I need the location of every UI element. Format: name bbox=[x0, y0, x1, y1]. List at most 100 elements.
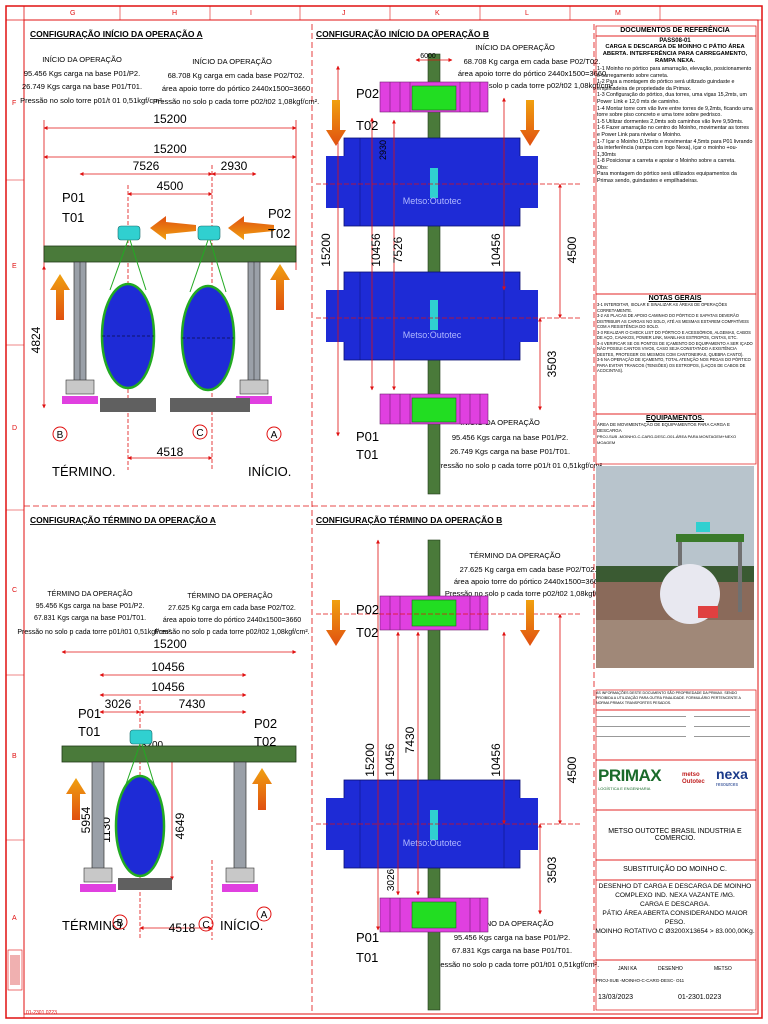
note-line: Pressão no solo p cada torre p02/t02 1,0… bbox=[153, 97, 319, 106]
general-note: 3-2 AS PLACAS DE APOIO CAMINHO DO PÓRTIC… bbox=[597, 313, 749, 329]
point-label: C bbox=[196, 428, 203, 439]
direction-arrows bbox=[50, 216, 290, 320]
note-heading: TÉRMINO DA OPERAÇÃO bbox=[47, 589, 133, 598]
photo-spacer bbox=[594, 464, 756, 690]
dimension-label: 3503 bbox=[545, 350, 559, 377]
hoist-block bbox=[129, 729, 153, 745]
signature-grid bbox=[594, 710, 756, 760]
dimension-label: 4500 bbox=[565, 756, 579, 783]
grid-letter: K bbox=[435, 10, 440, 17]
dimension-label: 10456 bbox=[489, 233, 503, 267]
note-line: 26.749 Kgs carga na base P01/T01. bbox=[22, 82, 142, 91]
note-line: área apoio torre do pórtico 2440x1500=36… bbox=[458, 69, 606, 78]
drawing-title-line: CARGA E DESCARGA. bbox=[640, 901, 710, 908]
top-grid-letters: G H I J K L M bbox=[70, 10, 621, 17]
base-label: T02 bbox=[254, 734, 276, 749]
project-code: PROJ-SUB -MOINHO-C-CARG-DESC- O11 bbox=[596, 978, 685, 983]
hoist-block bbox=[197, 225, 221, 241]
document-info: JANI KA DESENHO METSO PROJ-SUB -MOINHO-C… bbox=[594, 962, 756, 1012]
procedure-step: 1-4 Montar torre com vão livre entre tor… bbox=[597, 105, 753, 119]
procedure-step: 1-2 Para a montagem do pórtico será util… bbox=[597, 79, 735, 92]
disclaimer: AS INFORMAÇÕES DESTE DOCUMENTO SÃO PROPR… bbox=[596, 691, 741, 705]
dimension-label: 7526 bbox=[133, 159, 160, 173]
note-line: área apoio torre do pórtico 2440x1500=36… bbox=[163, 617, 301, 624]
panel-end-config-a: CONFIGURAÇÃO TÉRMINO DA OPERAÇÃO A TÉRMI… bbox=[17, 515, 310, 940]
direction-arrows bbox=[326, 100, 540, 146]
panel-title: CONFIGURAÇÃO TÉRMINO DA OPERAÇÃO B bbox=[316, 515, 502, 525]
obs-text: Para montagem do pórtico será utilizados… bbox=[597, 170, 737, 184]
revision-stamp bbox=[7, 949, 23, 991]
brand-watermark: Metso:Outotec bbox=[403, 838, 462, 848]
dimension-label: 15200 bbox=[319, 233, 333, 267]
base-label: P01 bbox=[78, 706, 101, 721]
logos: PRIMAX LOGÍSTICA E ENGENHARIA metso Outo… bbox=[594, 760, 756, 810]
grid-letter: A bbox=[12, 915, 17, 922]
note-line: 27.625 Kg carga em cada base P02/T02. bbox=[168, 605, 296, 612]
panel-start-config-b: CONFIGURAÇÃO INÍCIO DA OPERAÇÃO B INÍCIO… bbox=[316, 29, 615, 495]
equipment-line: ÁREA DE MOVIMENTAÇÃO DE EQUIPAMENTOS PAR… bbox=[597, 422, 730, 433]
mill-drum bbox=[114, 774, 166, 878]
note-line: Pressão no solo p cada torre p01/t01 0,5… bbox=[17, 629, 172, 636]
general-notes-title: NOTAS GERAIS bbox=[648, 295, 702, 302]
site-photo bbox=[596, 466, 754, 668]
gantry-tower bbox=[233, 761, 247, 881]
note-heading: TÉRMINO DA OPERAÇÃO bbox=[462, 919, 553, 928]
dimension-label: 7430 bbox=[403, 726, 417, 753]
panel-title: CONFIGURAÇÃO TÉRMINO DA OPERAÇÃO A bbox=[30, 515, 216, 525]
note-line: Pressão no solo torre p01/t 01 0,51kgf/c… bbox=[20, 96, 164, 105]
panel-end-config-b: CONFIGURAÇÃO TÉRMINO DA OPERAÇÃO B TÉRMI… bbox=[316, 515, 611, 1011]
end-label: TÉRMINO. bbox=[62, 918, 126, 933]
general-note: 3-5 NA OPERAÇÃO DE IÇAMENTO, TOTAL ATENÇ… bbox=[597, 357, 751, 373]
note-line: 67.831 Kgs carga na base P01/T01. bbox=[452, 946, 572, 955]
point-label: A bbox=[271, 430, 278, 441]
procedure-heading: CARGA E DESCARGA DE MOINHO C PÁTIO ÁREA … bbox=[602, 44, 748, 64]
base-label: P02 bbox=[356, 86, 379, 101]
note-line: 95.456 Kgs carga na base P01/P2. bbox=[24, 69, 140, 78]
dimension-label: 10456 bbox=[151, 680, 185, 694]
reference-docs-title: DOCUMENTOS DE REFERÊNCIA bbox=[620, 27, 730, 34]
tower-top bbox=[411, 599, 457, 627]
note-line: Pressão no solo p cada torre p02/t02 1,0… bbox=[445, 589, 611, 598]
drawing-title-line: PÁTIO ÁREA ABERTA CONSIDERANDO MAIOR PES… bbox=[602, 910, 748, 926]
grid-letter: I bbox=[250, 10, 252, 17]
note-line: 95.456 Kgs carga na base P01/P2. bbox=[452, 433, 568, 442]
note-heading: INÍCIO DA OPERAÇÃO bbox=[475, 43, 555, 52]
panel-title: CONFIGURAÇÃO INÍCIO DA OPERAÇÃO A bbox=[30, 29, 203, 39]
dimension-label: 7430 bbox=[179, 697, 206, 711]
procedure-step: 1-1 Moinho no pórtico para amarração, el… bbox=[597, 66, 752, 79]
dimension-label: 3200 bbox=[141, 740, 164, 751]
general-note: 3-1 INTERDITAR, ISOLAR E SINALIZAR AS ÁR… bbox=[597, 302, 728, 313]
dimension-label: 6000 bbox=[420, 53, 436, 60]
base-label: T02 bbox=[268, 226, 290, 241]
start-label: INÍCIO. bbox=[248, 464, 291, 479]
page-tag: 01-2301.0223 bbox=[26, 1010, 57, 1016]
grid-letter: H bbox=[172, 10, 177, 17]
dimension-label: 4824 bbox=[29, 326, 43, 353]
left-grid-letters: F E D C B A bbox=[12, 100, 17, 922]
logo-row bbox=[598, 768, 754, 806]
tower-bottom bbox=[411, 397, 457, 423]
title-block: DOCUMENTOS DE REFERÊNCIA PASS08-01 CARGA… bbox=[594, 26, 756, 1016]
note-line: área apoio torre do pórtico 2440x1500=36… bbox=[454, 577, 602, 586]
note-line: 67.831 Kgs carga na base P01/T01. bbox=[34, 615, 146, 622]
equipment-section: EQUIPAMENTOS. ÁREA DE MOVIMENTAÇÃO DE EQ… bbox=[594, 414, 756, 464]
label-desenho: DESENHO bbox=[658, 966, 683, 972]
grid-letter: F bbox=[12, 100, 16, 107]
base-label: T02 bbox=[356, 118, 378, 133]
dimension-label: 10456 bbox=[369, 233, 383, 267]
base-label: T01 bbox=[78, 724, 100, 739]
tower-bottom bbox=[411, 901, 457, 929]
dimension-label: 10456 bbox=[151, 660, 185, 674]
panel-start-config-a: CONFIGURAÇÃO INÍCIO DA OPERAÇÃO A INÍCIO… bbox=[20, 29, 319, 479]
grid-letter: C bbox=[12, 587, 17, 594]
note-line: 95.456 Kgs carga na base P01/P2. bbox=[36, 603, 145, 610]
dimension-label: 15200 bbox=[153, 112, 187, 126]
point-label: A bbox=[261, 910, 268, 921]
grid-letter: D bbox=[12, 425, 17, 432]
note-line: área apoio torre do pórtico 2440x1500=36… bbox=[162, 84, 310, 93]
dimension-label: 4500 bbox=[157, 179, 184, 193]
start-label: INÍCIO. bbox=[220, 918, 263, 933]
dimension-label: 4518 bbox=[169, 921, 196, 935]
subject: SUBSTITUIÇÃO DO MOINHO C. bbox=[623, 866, 727, 873]
